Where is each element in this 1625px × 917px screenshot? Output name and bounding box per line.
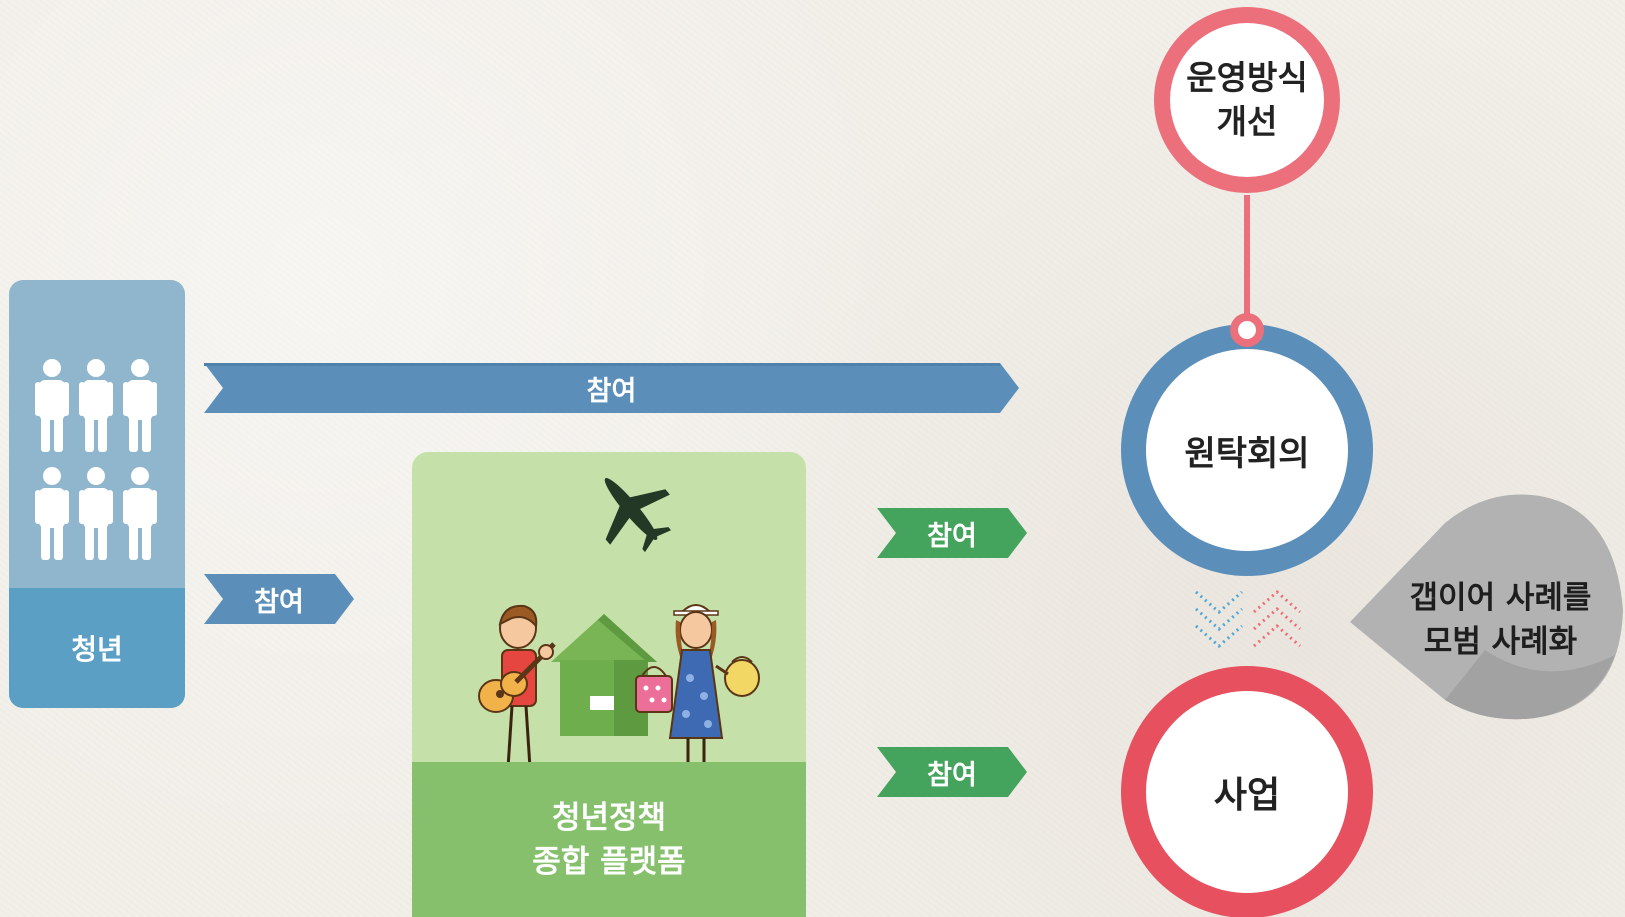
youth-scene-illustration [478, 604, 760, 769]
connector-line [1244, 195, 1250, 325]
down-chevrons-icon [1195, 590, 1243, 648]
youth-to-platform-arrow: 참여 [204, 574, 354, 624]
platform-to-meeting-arrow: 참여 [877, 508, 1027, 558]
case-bubble [1350, 494, 1623, 720]
platform-label: 청년정책 종합 플랫폼 [412, 762, 806, 917]
operation-label-line2: 개선 [1216, 102, 1278, 141]
case-bubble-line2: 모범 사례화 [1423, 624, 1578, 660]
platform-label-line1: 청년정책 [551, 799, 667, 836]
platform-panel: 청년정책 종합 플랫폼 [412, 452, 806, 917]
project-circle-inner [1146, 691, 1348, 893]
case-bubble-label: 갭이어 사례를 모범 사례화 [1393, 565, 1608, 675]
main-participation-arrow: 참여 [204, 363, 1019, 413]
house-icon [551, 614, 657, 736]
operation-label-line1: 운영방식 [1186, 58, 1308, 97]
right-diagram-shapes [1121, 7, 1623, 917]
guitar-player-icon [478, 604, 556, 769]
youth-label: 청년 [9, 588, 185, 708]
up-chevrons-icon [1253, 590, 1301, 648]
operation-circle-inner [1170, 23, 1324, 177]
platform-to-project-arrow: 참여 [877, 747, 1027, 797]
airplane-icon [604, 478, 672, 552]
meeting-circle-inner [1146, 349, 1348, 551]
youth-panel: 청년 [9, 280, 185, 708]
operation-label: 운영방식 개선 [1170, 40, 1324, 160]
shopper-icon [635, 604, 760, 768]
meeting-label: 원탁회의 [1184, 433, 1310, 474]
platform-label-line2: 종합 플랫폼 [532, 843, 686, 880]
case-bubble-line1: 갭이어 사례를 [1409, 580, 1592, 616]
people-group-icon [35, 359, 157, 560]
project-label: 사업 [1213, 775, 1281, 816]
